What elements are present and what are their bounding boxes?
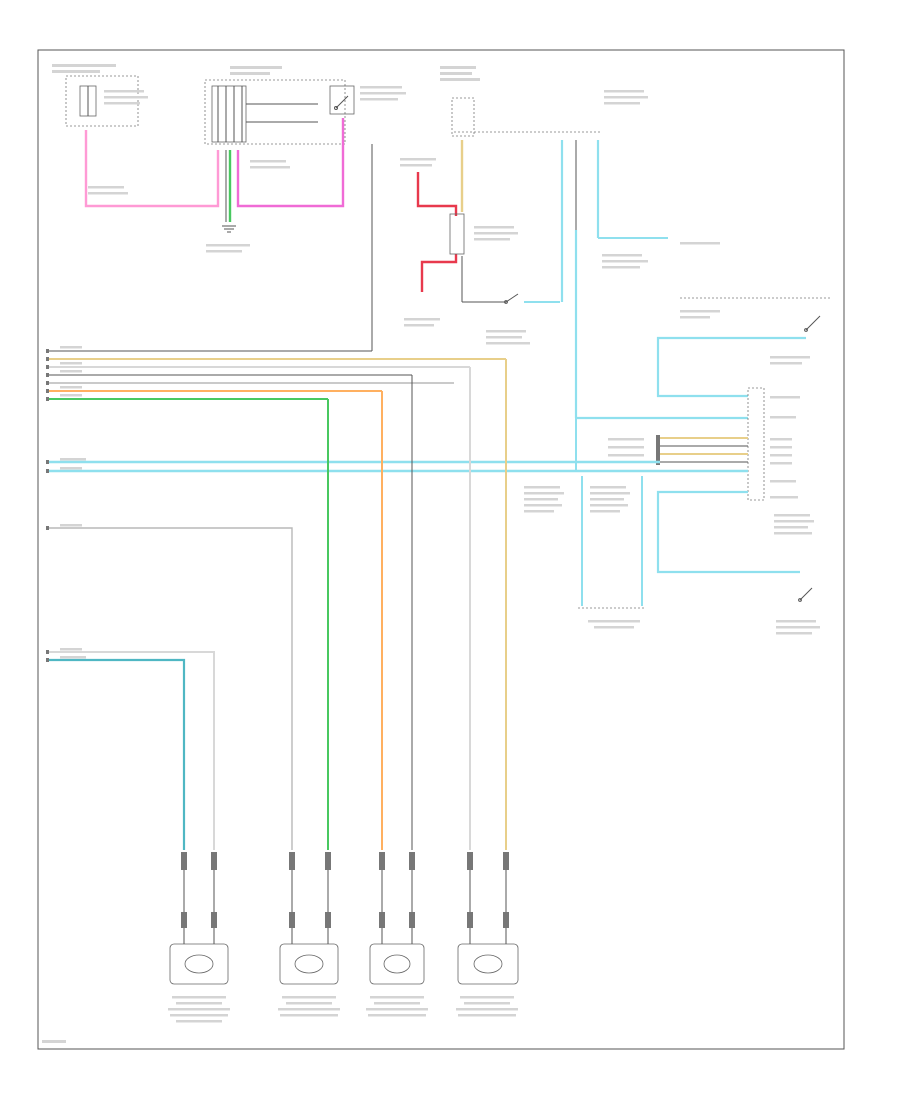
- wire-red-lower: [420, 254, 458, 292]
- wheel-speed-sensor-icon: [279, 928, 339, 985]
- wheel-speed-sensor-icon: [369, 928, 425, 985]
- diagram-frame: [37, 49, 845, 1050]
- sensor-connectors: [181, 852, 509, 928]
- wheel-speed-sensor-icon: [169, 928, 229, 985]
- wire-magenta-cluster: [236, 118, 345, 208]
- wire-teal-lf-drop: [46, 658, 186, 850]
- traction-control-switch: [680, 297, 832, 332]
- relay-switch-icon: [334, 95, 349, 110]
- wire-lightblue-brake-sensor: [656, 490, 800, 574]
- brake-switch: [449, 213, 465, 255]
- wire-lightgray-lf-drop: [46, 651, 215, 850]
- ebcm-pins: [656, 435, 748, 465]
- wire-pink-fuse: [84, 130, 220, 208]
- switch-icon: [504, 293, 519, 304]
- left-pin-ticks: [46, 349, 49, 662]
- wire-red-upper: [416, 172, 458, 216]
- illegible-label-marks: [42, 64, 820, 1043]
- underhood-fuse-block: [65, 75, 139, 127]
- instrument-panel-cluster: [204, 79, 355, 145]
- wheel-speed-sensor-icon: [457, 928, 519, 985]
- ground-symbol-icon: [222, 225, 236, 233]
- brake-fluid-switch: [798, 587, 813, 602]
- stoplamp-switch-box: [451, 97, 475, 137]
- wire-gray-rr-drop: [46, 527, 293, 850]
- ebcm-connector: [747, 387, 765, 501]
- wire-lightblue-tcs: [656, 336, 806, 398]
